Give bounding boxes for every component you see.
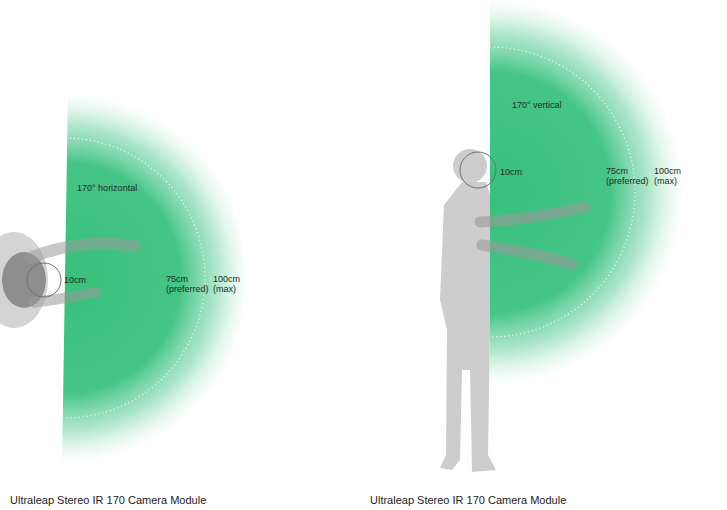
- side-view-arms: [480, 207, 585, 264]
- distance-label: 10cm: [500, 167, 522, 177]
- vertical-field: [490, 0, 682, 384]
- angle-label: 170° vertical: [512, 100, 562, 110]
- side-view-person: [440, 149, 497, 472]
- top-view-arms: [30, 243, 135, 302]
- near-range-circle: [460, 152, 496, 188]
- module-caption: Ultraleap Stereo IR 170 Camera Module: [10, 494, 206, 507]
- distance-label: 100cm (max): [213, 274, 240, 295]
- near-range-circle: [27, 263, 61, 297]
- distance-label: 75cm (preferred): [166, 274, 209, 295]
- distance-label: 100cm (max): [654, 166, 681, 187]
- module-caption: Ultraleap Stereo IR 170 Camera Module: [370, 494, 566, 507]
- top-view-person: [0, 232, 48, 328]
- horizontal-field: [62, 90, 245, 466]
- preferred-range-arc: [490, 47, 635, 337]
- angle-label: 170° horizontal: [77, 183, 137, 193]
- distance-label: 10cm: [64, 275, 86, 285]
- distance-label: 75cm (preferred): [606, 166, 649, 187]
